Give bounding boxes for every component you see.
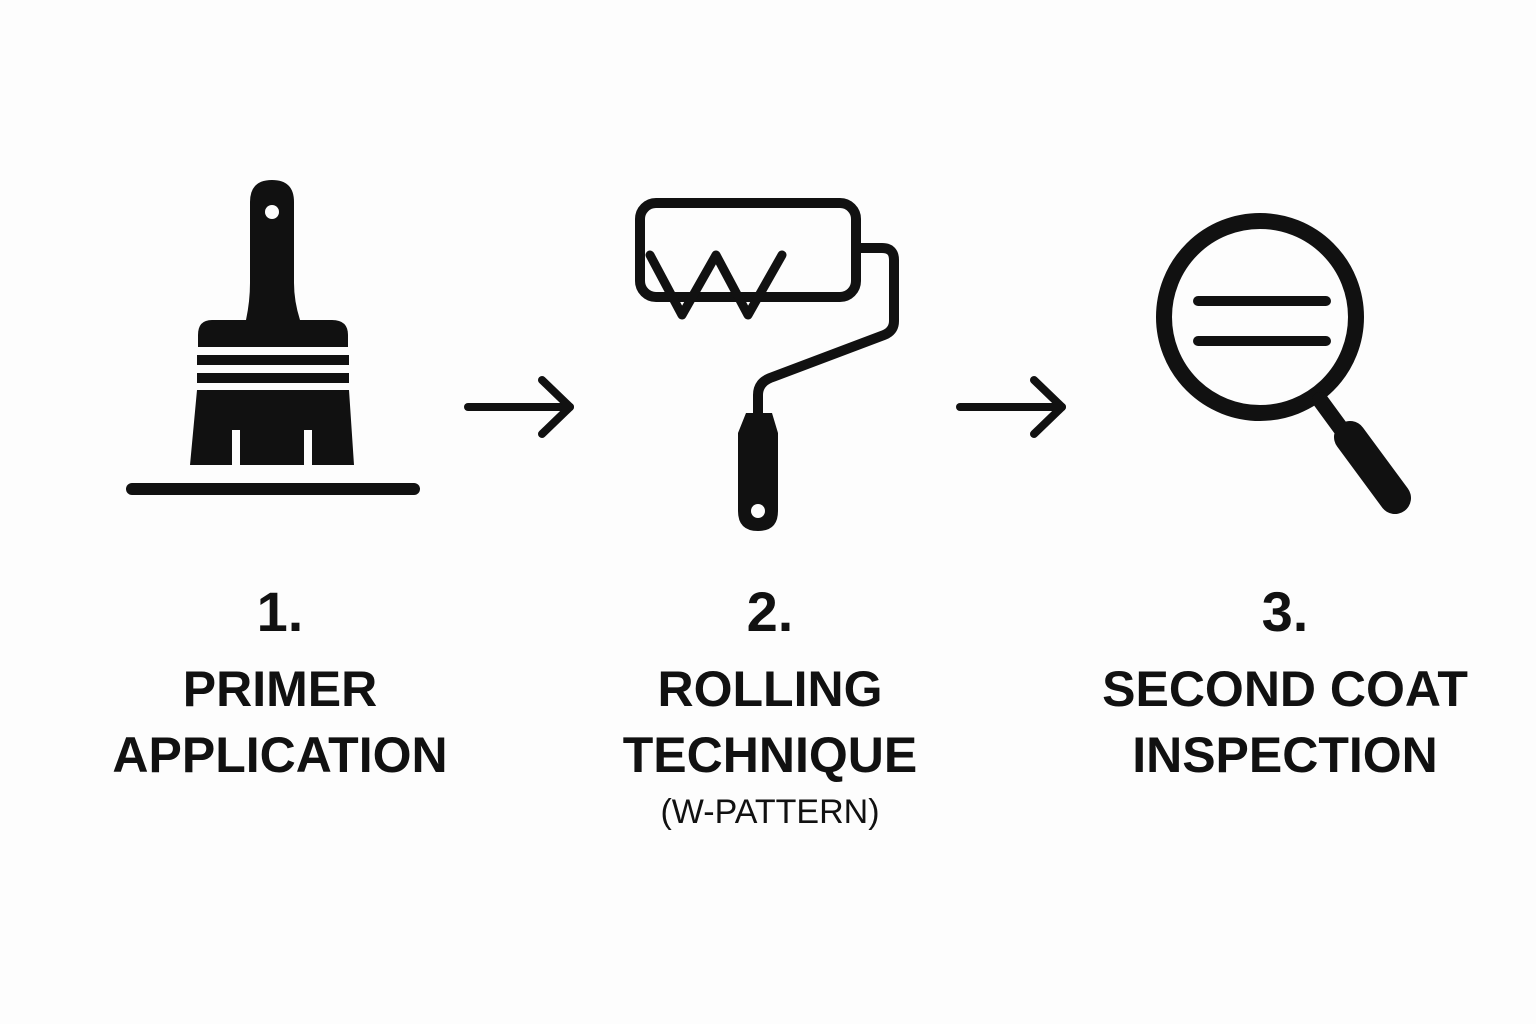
- step-3: 3. SECOND COAT INSPECTION: [1060, 580, 1510, 788]
- step-2-number: 2.: [746, 580, 794, 643]
- step-1-label-line2: APPLICATION: [112, 727, 448, 783]
- step-3-label-line2: INSPECTION: [1132, 727, 1438, 783]
- step-3-label-line1: SECOND COAT: [1102, 661, 1468, 717]
- step-2: 2. ROLLING TECHNIQUE (W-PATTERN): [570, 580, 970, 832]
- paintbrush-icon: [126, 180, 420, 495]
- arrow-right-icon: [464, 376, 574, 438]
- paint-roller-icon: [635, 198, 899, 531]
- arrow-right-icon: [956, 376, 1066, 438]
- step-2-label: ROLLING TECHNIQUE: [570, 656, 970, 788]
- step-1-number: 1.: [256, 580, 304, 643]
- step-2-label-line1: ROLLING: [657, 661, 883, 717]
- step-1-label: PRIMER APPLICATION: [80, 656, 480, 788]
- step-3-label: SECOND COAT INSPECTION: [1060, 656, 1510, 788]
- step-2-note: (W-PATTERN): [660, 793, 880, 831]
- w-pattern-icon: [645, 250, 787, 320]
- step-1-label-line1: PRIMER: [182, 661, 378, 717]
- step-1: 1. PRIMER APPLICATION: [80, 580, 480, 788]
- magnifying-glass-icon: [1156, 213, 1411, 514]
- step-3-number: 3.: [1261, 580, 1309, 643]
- step-2-label-line2: TECHNIQUE: [622, 727, 918, 783]
